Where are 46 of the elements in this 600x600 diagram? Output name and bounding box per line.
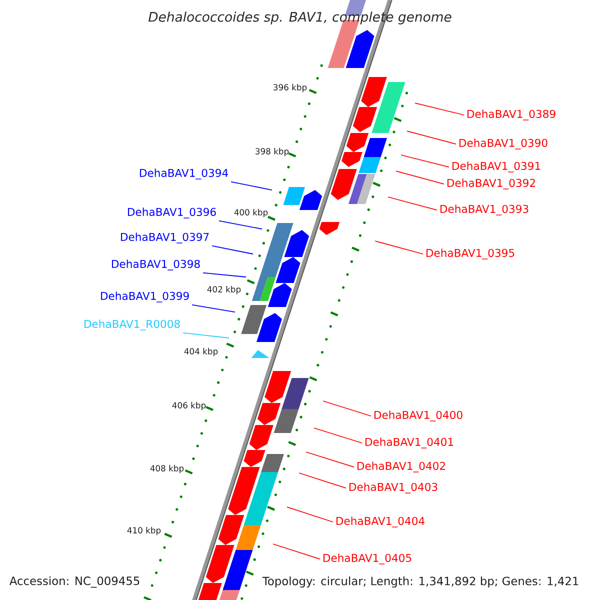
gene-label: DehaBAV1_0390	[459, 138, 548, 150]
gene-label: DehaBAV1_R0008	[84, 320, 180, 330]
gene-label: DehaBAV1_0398	[112, 260, 200, 270]
gene-label: DehaBAV1_0393	[440, 204, 528, 216]
gene-label: DehaBAV1_0403	[349, 482, 438, 494]
leader-line	[286, 506, 334, 522]
leader-line	[212, 245, 254, 254]
leader-line	[406, 130, 456, 144]
leader-line	[374, 240, 424, 254]
gene-label: DehaBAV1_0401	[365, 438, 454, 448]
gene-label: DehaBAV1_0399	[101, 292, 189, 302]
tick-label: 408 kbp	[150, 464, 184, 474]
tick-label: 402 kbp	[207, 286, 241, 294]
leader-line	[400, 154, 450, 168]
leader-line	[314, 428, 362, 444]
leader-line	[322, 400, 372, 416]
footer-text: Topology: circular; Length: 1,341,892 bp; Genes: 1,421	[262, 576, 578, 588]
tick-label: 406 kbp	[172, 402, 206, 410]
leader-line	[414, 102, 464, 116]
leader-line	[202, 272, 246, 278]
tick-label: 396 kbp	[274, 84, 307, 92]
gene-label: DehaBAV1_0389	[467, 110, 556, 120]
leader-line	[230, 181, 272, 190]
tick-label: 410 kbp	[127, 526, 161, 536]
tick-label: 398 kbp	[256, 148, 289, 156]
leader-line	[182, 332, 230, 338]
gene-label: DehaBAV1_0391	[452, 162, 540, 172]
leader-line	[396, 170, 444, 184]
leader-line	[388, 196, 438, 210]
gene-label: DehaBAV1_0392	[447, 178, 535, 190]
tick-label: 404 kbp	[184, 348, 218, 356]
leader-line	[298, 472, 346, 488]
gene-label: DehaBAV1_0396	[128, 208, 216, 218]
gene-label: DehaBAV1_0405	[323, 554, 412, 564]
gene-label: DehaBAV1_0394	[140, 168, 228, 180]
gene-label: DehaBAV1_0395	[426, 248, 514, 260]
gene-label: DehaBAV1_0402	[357, 462, 445, 472]
leader-line	[306, 452, 354, 468]
tick-label: 400 kbp	[234, 208, 268, 218]
footer-text: Accession: NC_009455	[10, 576, 140, 588]
gene-label: DehaBAV1_0400	[374, 410, 462, 422]
leader-line	[218, 220, 262, 230]
gene-label: DehaBAV1_0404	[336, 516, 424, 528]
leader-line	[272, 544, 320, 560]
gene-label: DehaBAV1_0397	[121, 232, 209, 244]
leader-line	[192, 304, 236, 312]
